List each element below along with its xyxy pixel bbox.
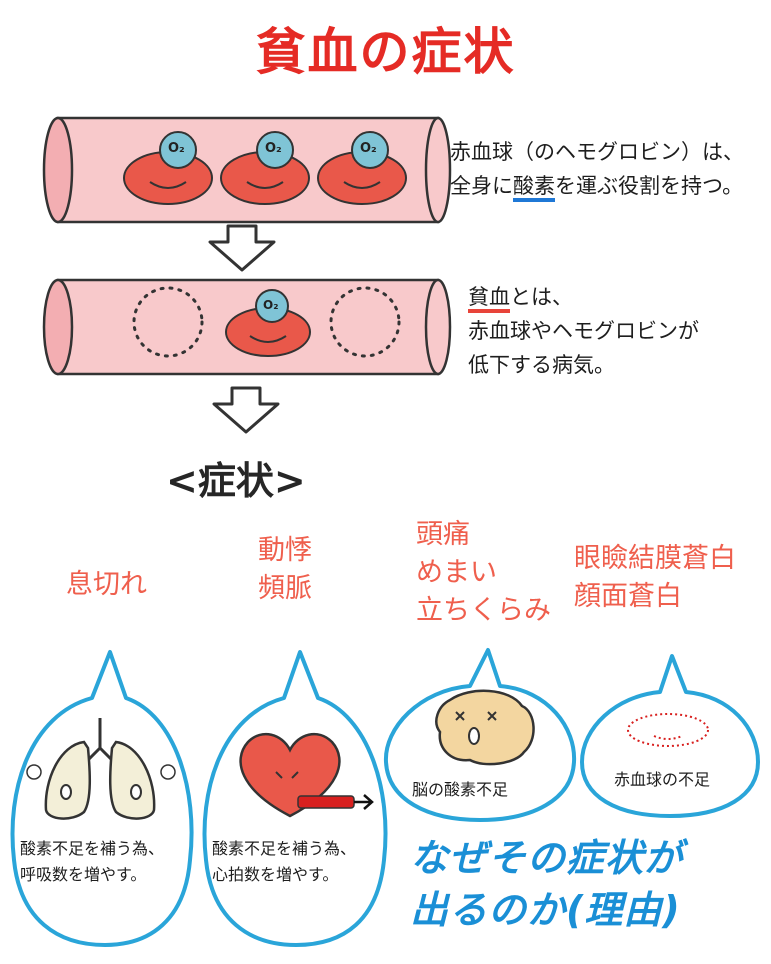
symptom-headache: 頭痛 めまい 立ちくらみ: [416, 516, 551, 630]
symptom-line: めまい: [416, 557, 497, 588]
symptom-line: 頭痛: [416, 519, 470, 550]
symptom-line: 顔面蒼白: [574, 581, 682, 612]
speech-bubble-lungs: [10, 650, 194, 947]
anemia-description-line2: 赤血球やヘモグロビンが: [468, 319, 699, 343]
symptom-pallor: 眼瞼結膜蒼白 顔面蒼白: [574, 540, 736, 616]
desc-text: とは、: [510, 285, 573, 309]
symptom-shortness-of-breath: 息切れ: [66, 566, 147, 604]
lungs-icon: [26, 718, 176, 820]
reason-note-line: 出るのか(理由): [410, 888, 681, 932]
red-blood-cell: [225, 289, 311, 357]
brain-icon: [435, 689, 535, 766]
red-blood-cell: [317, 131, 407, 205]
symptom-line: 立ちくらみ: [416, 595, 551, 626]
oxygen-label: O₂: [263, 298, 279, 312]
desc-text: を運ぶ役割を持つ。: [555, 174, 744, 198]
oxygen-label: O₂: [360, 141, 377, 156]
missing-rbc-outline: [627, 713, 709, 747]
red-blood-cell: [123, 131, 213, 205]
symptom-line: 眼瞼結膜蒼白: [574, 543, 736, 574]
rbc-description: 赤血球（のヘモグロビン）は、 全身に酸素を運ぶ役割を持つ。: [450, 135, 744, 203]
symptom-line: 頻脈: [258, 573, 312, 604]
rbc-description-line1: 赤血球（のヘモグロビン）は、: [450, 140, 744, 164]
down-arrow-icon: [212, 386, 280, 434]
speech-bubble-rbc: [580, 654, 760, 818]
explanation-line: 酸素不足を補う為、: [212, 839, 357, 858]
red-blood-cell: [220, 131, 310, 205]
symptom-line: 動悸: [258, 535, 312, 566]
rbc-description-line2: 全身に酸素を運ぶ役割を持つ。: [450, 169, 744, 203]
heart-icon: [239, 732, 374, 818]
heart-explanation: 酸素不足を補う為、 心拍数を増やす。: [212, 836, 356, 888]
down-arrow-icon: [208, 224, 276, 272]
symptom-palpitations: 動悸 頻脈: [258, 532, 312, 608]
explanation-line: 心拍数を増やす。: [212, 865, 339, 884]
reason-note-line: なぜその症状が: [410, 836, 684, 880]
missing-cell-outline: [329, 286, 401, 358]
page-title: 貧血の症状: [255, 23, 516, 81]
oxygen-label: O₂: [168, 141, 185, 156]
symptom-line: 息切れ: [66, 569, 147, 600]
oxygen-emphasis: 酸素: [513, 174, 555, 202]
anemia-description-line3: 低下する病気。: [468, 353, 615, 377]
rbc-shortage-label: 赤血球の不足: [614, 770, 711, 789]
anemia-description: 貧血とは、 赤血球やヘモグロビンが 低下する病気。: [468, 280, 699, 382]
explanation-line: 酸素不足を補う為、: [20, 839, 165, 858]
explanation-line: 呼吸数を増やす。: [20, 865, 147, 884]
anemia-emphasis: 貧血: [468, 285, 510, 313]
symptoms-heading: <症状>: [166, 459, 306, 503]
anemia-description-line1: 貧血とは、: [468, 280, 699, 314]
oxygen-label: O₂: [265, 141, 282, 156]
brain-label: 脳の酸素不足: [412, 780, 509, 799]
desc-text: 全身に: [450, 174, 513, 198]
reason-note: なぜその症状が 出るのか(理由): [410, 832, 683, 936]
missing-cell-outline: [132, 286, 204, 358]
lungs-explanation: 酸素不足を補う為、 呼吸数を増やす。: [20, 836, 164, 888]
